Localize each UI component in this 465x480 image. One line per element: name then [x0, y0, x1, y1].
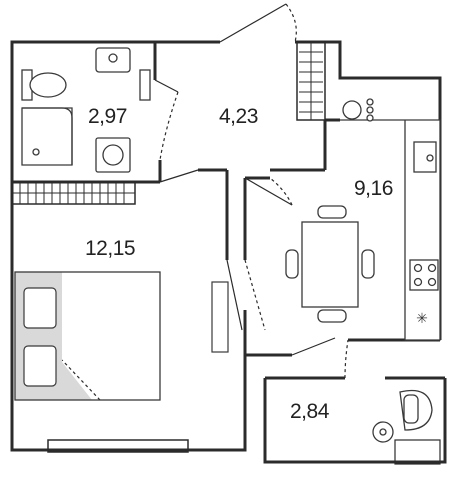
corner-shower	[21, 107, 73, 166]
bedroom-fixtures	[14, 271, 229, 401]
svg-text:✳: ✳	[416, 310, 428, 326]
window-hatching	[19, 51, 323, 204]
chair-left	[285, 249, 299, 279]
balcony-fixtures	[372, 389, 433, 443]
room-area-balcony: 2,84	[290, 400, 329, 423]
double-bed	[14, 271, 161, 401]
chair-bottom	[317, 309, 347, 323]
chair-right	[361, 249, 375, 279]
room-area-bathroom: 2,97	[88, 105, 127, 128]
tv-stand	[211, 281, 229, 353]
room-area-hallway: 4,23	[219, 105, 258, 128]
room-area-kitchen: 9,16	[354, 177, 393, 200]
dining-table	[301, 221, 359, 308]
kitchen-fixtures: ✳	[285, 98, 441, 341]
walls	[10, 40, 447, 465]
door-swings	[61, 3, 349, 401]
room-area-bedroom: 12,15	[85, 237, 136, 260]
chair-top	[317, 205, 347, 219]
sink	[413, 141, 437, 173]
bathroom-fixtures	[21, 47, 151, 173]
